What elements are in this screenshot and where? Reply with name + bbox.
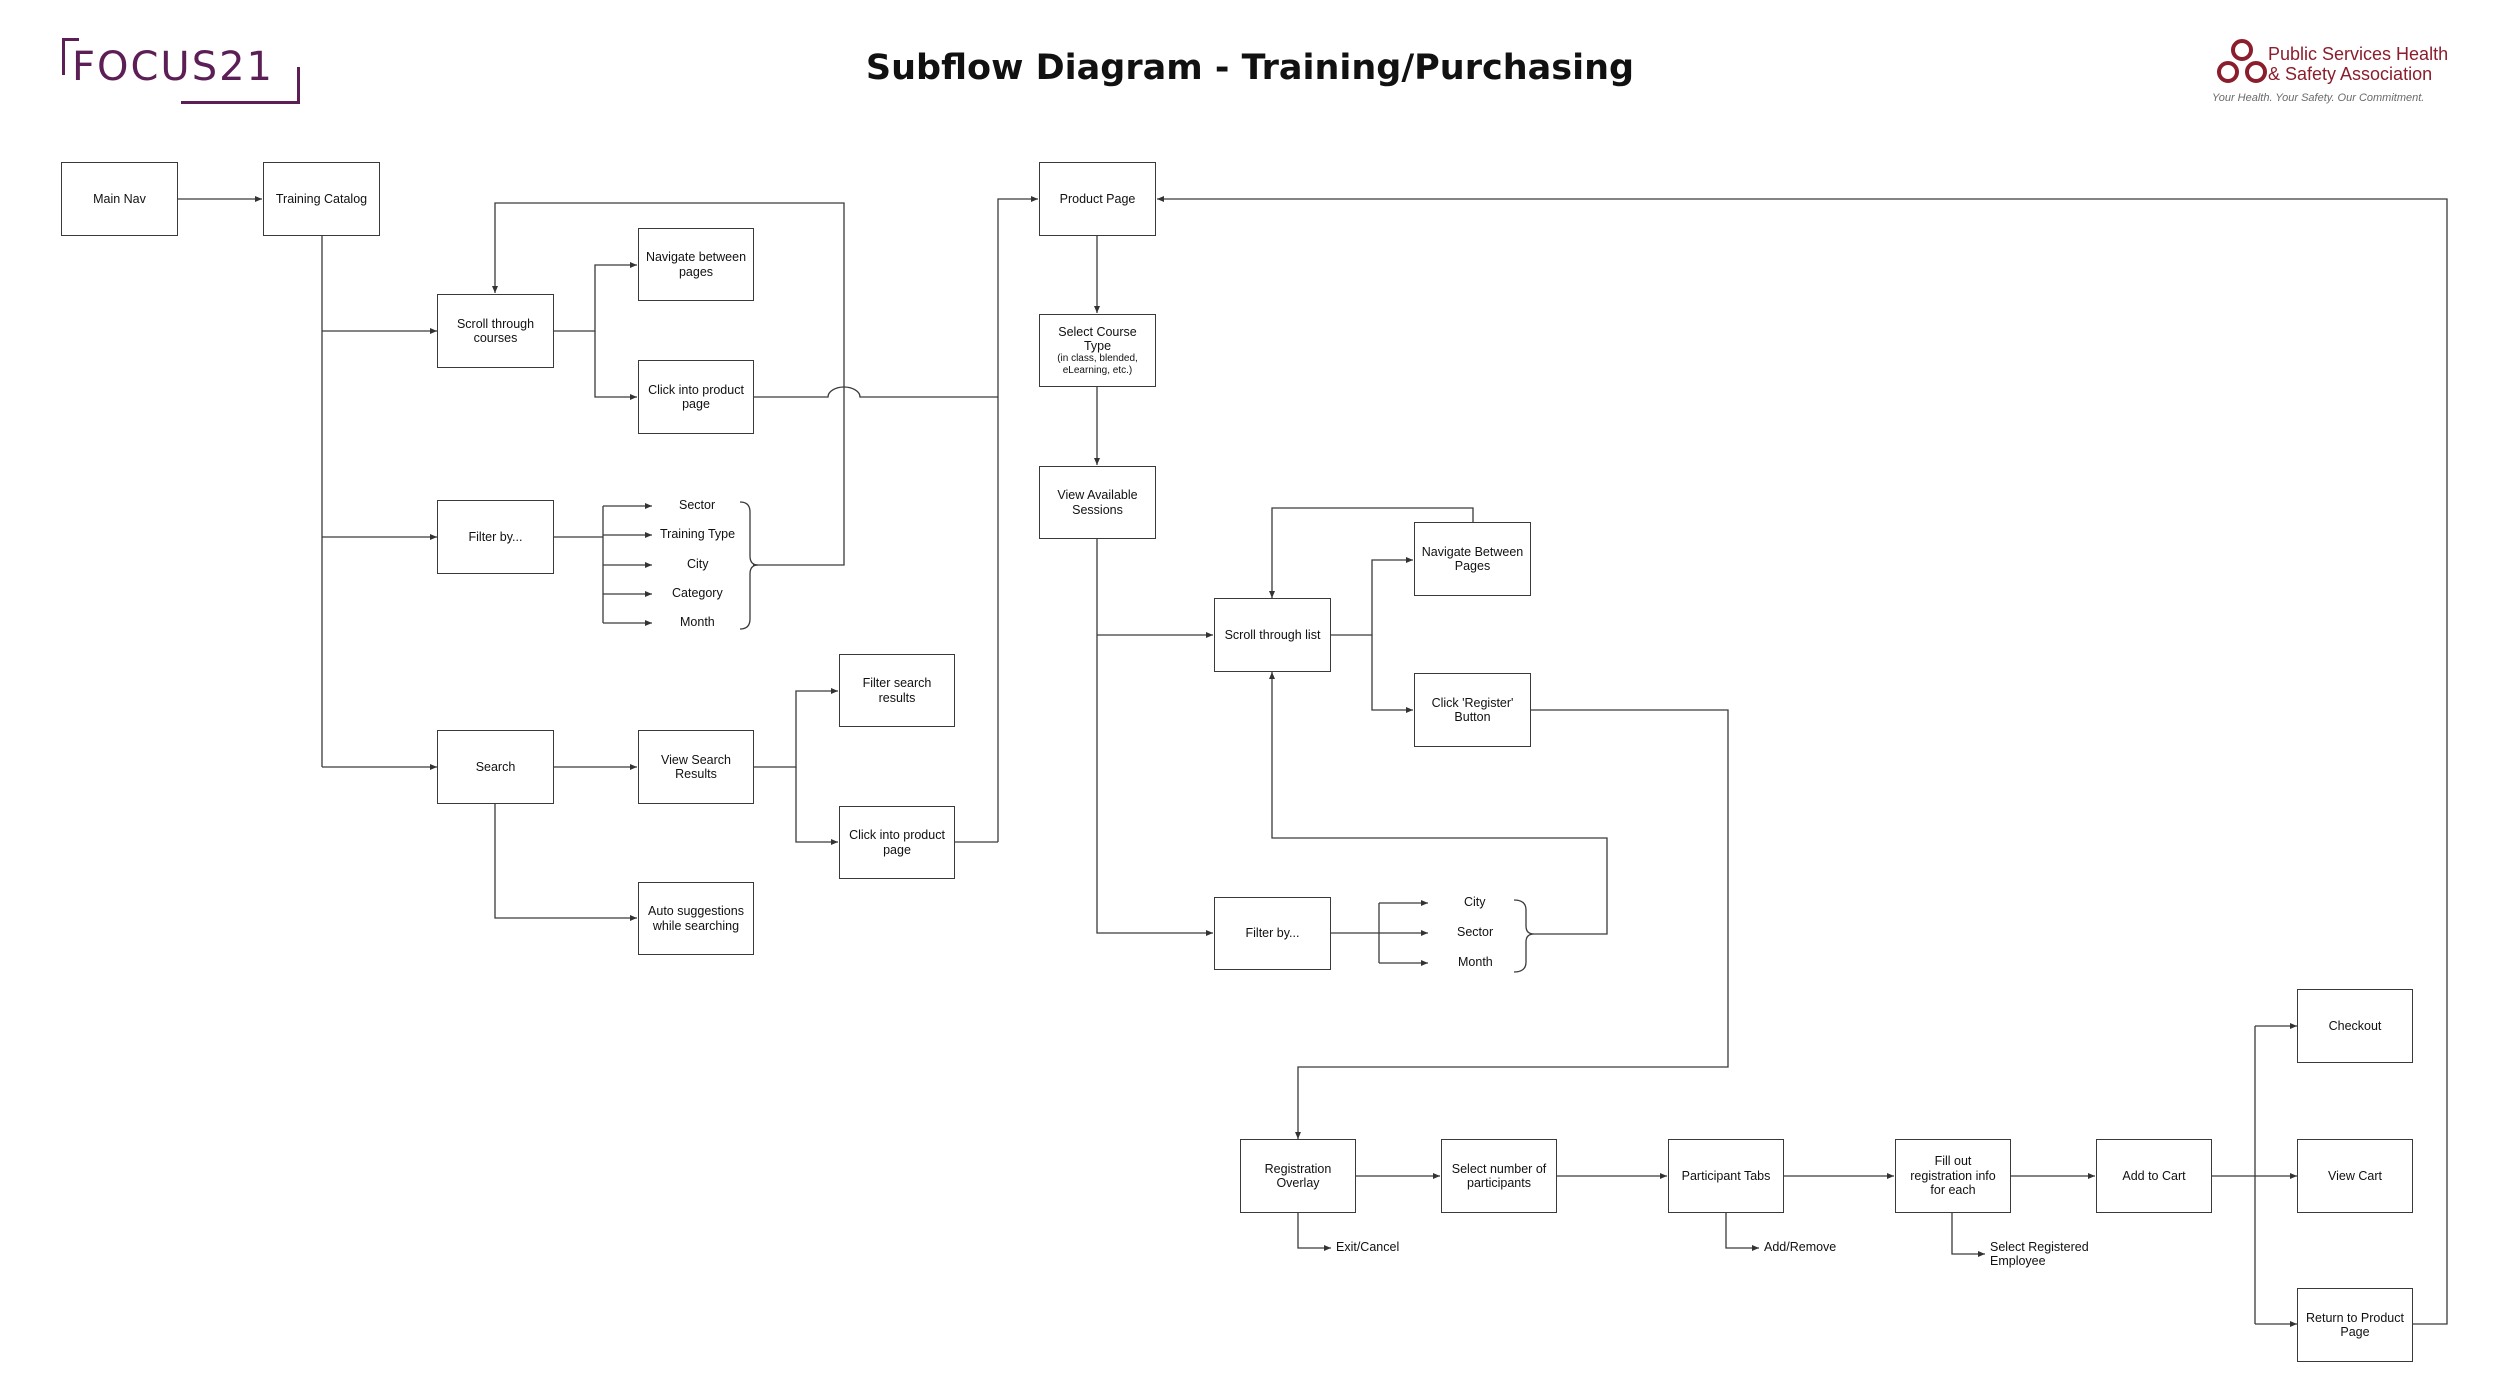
- select-registered-employee-label: Select Registered Employee: [1990, 1240, 2089, 1269]
- filter-search-results-node: Filter search results: [839, 654, 955, 727]
- filter-option-month: Month: [680, 615, 715, 629]
- navigate-between-pages-node: Navigate Between Pages: [1414, 522, 1531, 596]
- fill-registration-node: Fill out registration info for each: [1895, 1139, 2011, 1213]
- filter-option-category: Category: [672, 586, 723, 600]
- filter-by-node-1: Filter by...: [437, 500, 554, 574]
- filter-option-sector: Sector: [679, 498, 716, 512]
- logo-bracket-top: [62, 38, 79, 75]
- add-remove-label: Add/Remove: [1764, 1240, 1837, 1254]
- view-cart-node: View Cart: [2297, 1139, 2413, 1213]
- select-course-type-label: Select Course Type: [1058, 324, 1137, 353]
- view-sessions-node: View Available Sessions: [1039, 466, 1156, 539]
- page-title: Subflow Diagram - Training/Purchasing: [865, 48, 1635, 88]
- logo-wordmark: FOCUS21: [72, 44, 274, 90]
- logo-name-line2: & Safety Association: [2268, 64, 2433, 84]
- logo-tagline: Your Health. Your Safety. Our Commitment…: [2212, 92, 2425, 104]
- return-product-node: Return to Product Page: [2297, 1288, 2413, 1362]
- training-catalog-node: Training Catalog: [263, 162, 380, 236]
- filter-option-city: City: [687, 557, 709, 571]
- filter-by-node-2: Filter by...: [1214, 897, 1331, 970]
- checkout-node: Checkout: [2297, 989, 2413, 1063]
- filter2-option-city: City: [1464, 895, 1486, 909]
- pshsa-emblem-icon: [2217, 39, 2267, 83]
- focus21-logo: FOCUS21: [62, 38, 300, 104]
- registration-overlay-node: Registration Overlay: [1240, 1139, 1356, 1213]
- scroll-courses-node: Scroll through courses: [437, 294, 554, 368]
- pshsa-logo: Public Services Health & Safety Associat…: [2212, 32, 2452, 112]
- filter2-option-month: Month: [1458, 955, 1493, 969]
- select-course-type-sub: (in class, blended, eLearning, etc.): [1057, 353, 1138, 376]
- click-product-node-2: Click into product page: [839, 806, 955, 879]
- click-register-node: Click 'Register' Button: [1414, 673, 1531, 747]
- select-participants-node: Select number of participants: [1441, 1139, 1557, 1213]
- logo-name-line1: Public Services Health: [2268, 44, 2449, 64]
- logo-bracket-bottom: [181, 67, 300, 104]
- auto-suggestions-node: Auto suggestions while searching: [638, 882, 754, 955]
- navigate-pages-node: Navigate between pages: [638, 228, 754, 301]
- scroll-list-node: Scroll through list: [1214, 598, 1331, 672]
- add-to-cart-node: Add to Cart: [2096, 1139, 2212, 1213]
- search-node: Search: [437, 730, 554, 804]
- main-nav-node: Main Nav: [61, 162, 178, 236]
- filter2-option-sector: Sector: [1457, 925, 1494, 939]
- filter-option-training-type: Training Type: [660, 527, 736, 541]
- click-product-node-1: Click into product page: [638, 360, 754, 434]
- select-course-type-node: Select Course Type (in class, blended, e…: [1039, 314, 1156, 387]
- participant-tabs-node: Participant Tabs: [1668, 1139, 1784, 1213]
- exit-cancel-label: Exit/Cancel: [1336, 1240, 1400, 1254]
- product-page-node: Product Page: [1039, 162, 1156, 236]
- view-search-results-node: View Search Results: [638, 730, 754, 804]
